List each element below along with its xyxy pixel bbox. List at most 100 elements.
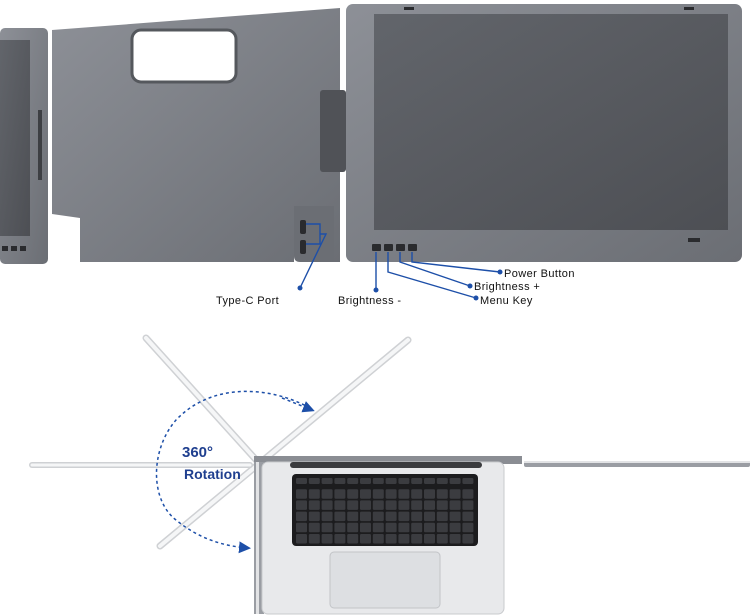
keyboard-key (308, 489, 320, 499)
keyboard-key (449, 500, 461, 510)
keyboard-key (436, 489, 448, 499)
keyboard-key (347, 478, 359, 484)
keyboard-key (334, 522, 346, 533)
keyboard-key (296, 489, 307, 499)
keyboard-key (321, 478, 333, 484)
keyboard-key (321, 522, 333, 533)
keyboard-key (321, 489, 333, 499)
keyboard-key (296, 534, 307, 544)
keyboard-key (462, 500, 474, 510)
rotation-bars (29, 334, 412, 550)
keyboard-key (385, 478, 397, 484)
keyboard-key (321, 500, 333, 510)
keyboard-key (360, 478, 371, 484)
keyboard-key (347, 500, 359, 510)
keyboard-key (398, 500, 410, 510)
type-c-callout-line (297, 223, 328, 291)
rotation-degrees-label: 360° (182, 444, 214, 461)
keyboard-key (436, 522, 448, 533)
keyboard-key (449, 489, 461, 499)
keyboard-key (449, 511, 461, 522)
keyboard-key (462, 511, 474, 522)
menu-key-label: Menu Key (480, 295, 533, 307)
keyboard-key (321, 511, 333, 522)
keyboard-key (334, 478, 346, 484)
keyboard-key (296, 511, 307, 522)
keyboard-key (347, 511, 359, 522)
keyboard-key (296, 478, 307, 484)
keyboard-key (398, 489, 410, 499)
keyboard-key (411, 534, 423, 544)
keyboard-key (424, 522, 435, 533)
keyboard-key (436, 534, 448, 544)
keyboard-key (436, 500, 448, 510)
keyboard-key (398, 478, 410, 484)
keyboard-key (385, 511, 397, 522)
keyboard-key (424, 534, 435, 544)
keyboard-key (308, 522, 320, 533)
keyboard-key (462, 522, 474, 533)
keyboard-key (462, 489, 474, 499)
keyboard-key (334, 500, 346, 510)
right-monitor (346, 4, 742, 262)
keyboard-key (372, 534, 384, 544)
keyboard-key (372, 478, 384, 484)
keyboard-key (347, 534, 359, 544)
keyboard-key (462, 478, 474, 484)
keyboard-key (347, 489, 359, 499)
keyboard-key (385, 534, 397, 544)
keyboard-key (334, 534, 346, 544)
keyboard-key (449, 478, 461, 484)
brightness-plus-dot (467, 283, 473, 289)
keyboard-key (385, 522, 397, 533)
keyboard-key (360, 522, 371, 533)
keyboard-key (436, 478, 448, 484)
keyboard-key (308, 511, 320, 522)
keyboard-key (411, 500, 423, 510)
keyboard-key (334, 489, 346, 499)
keyboard-key (360, 500, 371, 510)
keyboard-key (385, 489, 397, 499)
keyboard-key (334, 511, 346, 522)
keyboard-key (372, 489, 384, 499)
type-c-port-label: Type-C Port (216, 295, 280, 307)
keyboard-key (449, 534, 461, 544)
power-button-dot (497, 269, 503, 275)
keyboard-key (321, 534, 333, 544)
keyboard-key (372, 522, 384, 533)
keyboard-key (372, 500, 384, 510)
power-button-label: Power Button (504, 268, 575, 280)
brightness-plus-label: Brightness + (474, 281, 541, 293)
keyboard-key (436, 511, 448, 522)
keyboard-key (449, 522, 461, 533)
keyboard-key (462, 534, 474, 544)
keyboard-key (296, 500, 307, 510)
keyboard-key (424, 478, 435, 484)
keyboard-key (360, 534, 371, 544)
menu-key-dot (473, 295, 479, 301)
keyboard-key (424, 489, 435, 499)
keyboard-key (372, 511, 384, 522)
keyboard-key (424, 511, 435, 522)
monitor-callout-lines (375, 252, 501, 299)
keyboard-key (398, 511, 410, 522)
keyboard-key (411, 489, 423, 499)
keyboard-key (360, 511, 371, 522)
back-panel (52, 8, 346, 262)
brightness-minus-label: Brightness - (338, 295, 402, 307)
keyboard-key (296, 522, 307, 533)
left-monitor-edge (0, 28, 48, 264)
keyboard-key (347, 522, 359, 533)
keyboard-icon (292, 474, 478, 609)
keyboard-key (411, 478, 423, 484)
keyboard-key (308, 534, 320, 544)
keyboard-key (398, 534, 410, 544)
keyboard-key (398, 522, 410, 533)
keyboard-key (308, 500, 320, 510)
rotation-word-label: Rotation (184, 466, 241, 482)
keyboard-key (360, 489, 371, 499)
keyboard-key (411, 522, 423, 533)
keyboard-key (411, 511, 423, 522)
keyboard-key (424, 500, 435, 510)
